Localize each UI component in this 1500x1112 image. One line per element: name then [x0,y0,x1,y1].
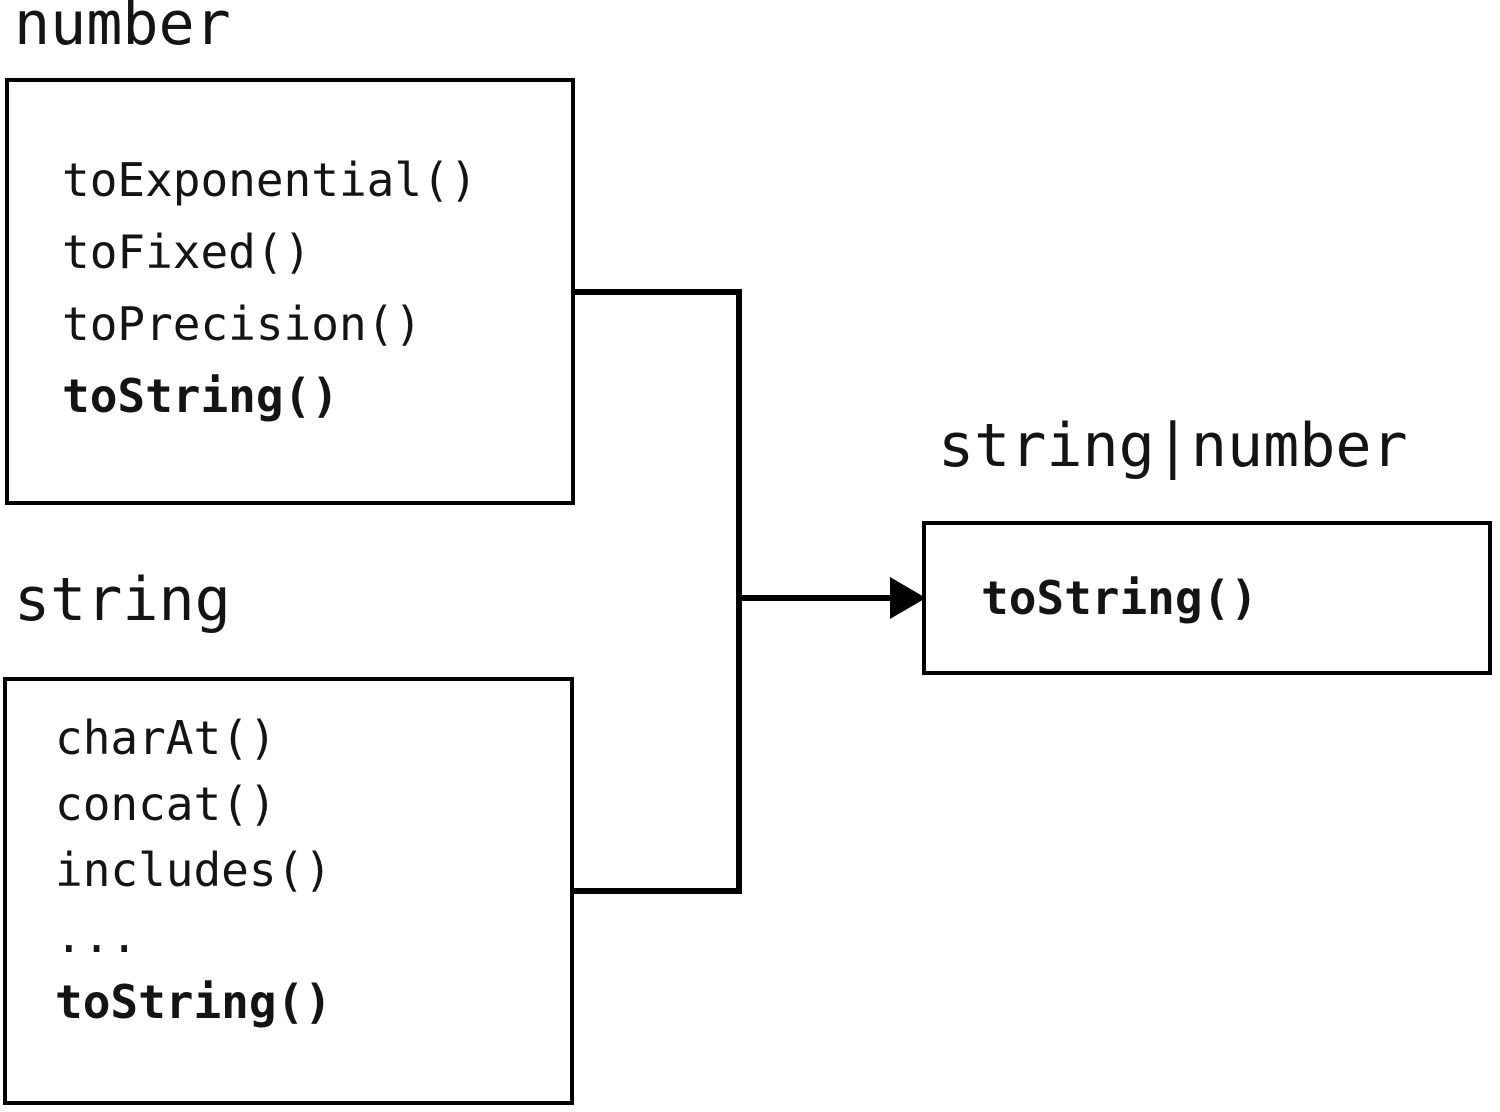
connector-merge-line [736,289,742,894]
method-item: charAt() [55,711,277,765]
number-method-list: toExponential() toFixed() toPrecision() … [9,82,571,432]
string-method-list: charAt() concat() includes() ... toStrin… [7,681,570,1035]
arrowhead-right-icon [890,577,926,619]
method-item: includes() [55,843,332,897]
method-item-ellipsis: ... [55,909,139,963]
number-box: toExponential() toFixed() toPrecision() … [5,78,575,505]
method-item-tostring: toString() [55,975,332,1029]
connector-string-stub [570,888,742,894]
method-item: toExponential() [62,153,478,207]
string-box: charAt() concat() includes() ... toStrin… [3,677,574,1105]
connector-number-stub [571,289,742,295]
method-item: toPrecision() [62,297,423,351]
number-box-label: number [14,0,231,59]
method-item: toFixed() [62,225,312,279]
string-box-label: string [14,565,231,635]
arrow-shaft [740,595,892,601]
method-item: concat() [55,777,277,831]
method-item-tostring: toString() [62,369,339,423]
method-item-tostring: toString() [981,571,1258,625]
result-box-label: string|number [938,411,1408,481]
result-box: toString() [922,521,1492,675]
